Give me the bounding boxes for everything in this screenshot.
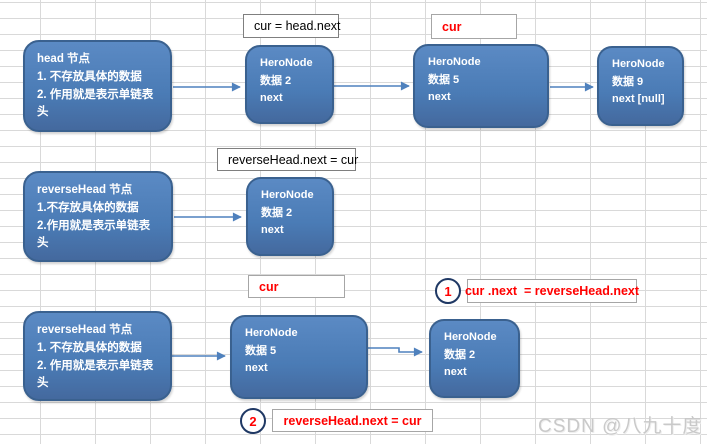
label-cur-pointer-top: cur: [431, 14, 517, 39]
heronode-5-top: HeroNode 数据 5 next: [413, 44, 549, 128]
heronode-5-bottom: HeroNode 数据 5 next: [230, 315, 368, 399]
heronode-2-bottom: HeroNode 数据 2 next: [429, 319, 520, 398]
step-1-badge: 1: [435, 278, 461, 304]
heronode-9-top: HeroNode 数据 9 next [null]: [597, 46, 684, 126]
label-step2-reversehead-next-equals-cur: reverseHead.next = cur: [272, 409, 433, 432]
reversehead-node-description-box-middle: reverseHead 节点 1.不存放具体的数据 2.作用就是表示单链表头: [23, 171, 173, 262]
reversehead-node-description-box-bottom: reverseHead 节点 1. 不存放具体的数据 2. 作用就是表示单链表头: [23, 311, 172, 401]
head-node-description-box: head 节点 1. 不存放具体的数据 2. 作用就是表示单链表头: [23, 40, 172, 132]
label-cur-equals-head-next: cur = head.next: [243, 14, 341, 38]
csdn-watermark: CSDN @八九十度: [538, 416, 703, 437]
heronode-2-middle: HeroNode 数据 2 next: [246, 177, 334, 256]
arrow-node5-to-node2-bottom: [368, 347, 423, 357]
label-reversehead-next-equals-cur-middle: reverseHead.next = cur: [217, 148, 358, 171]
label-cur-pointer-bottom: cur: [248, 275, 345, 298]
heronode-2-top: HeroNode 数据 2 next: [245, 45, 334, 124]
step-2-badge: 2: [240, 408, 266, 434]
label-step1-cur-next-equals-reversehead-next: cur .next = reverseHead.next: [465, 279, 639, 303]
